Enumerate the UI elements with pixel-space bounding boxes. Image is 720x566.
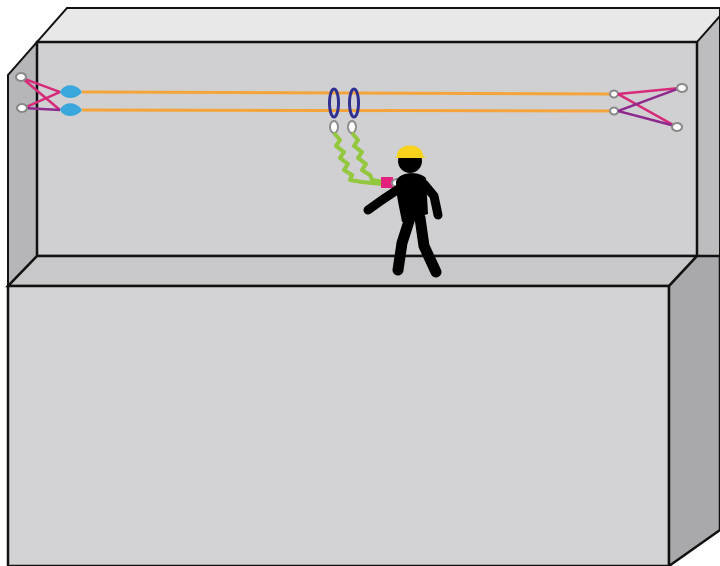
left-anchor-assembly — [15, 72, 82, 116]
lower-block-side-face — [667, 254, 720, 566]
lanyard-leg-right — [350, 131, 385, 184]
lower-block — [5, 254, 720, 566]
helmet-icon — [395, 145, 427, 158]
left-anchor-ring-top — [15, 72, 27, 82]
right-end-ring — [609, 89, 619, 99]
worker-arm-left — [363, 183, 405, 215]
carabiner-icon — [329, 120, 339, 134]
upper-wall — [7, 7, 720, 289]
left-anchor-sling-pink — [21, 76, 61, 111]
upper-wall-right-face — [696, 14, 720, 257]
worker-arm-right — [419, 179, 443, 220]
lower-block-front-face — [6, 284, 671, 566]
right-anchor-ring-bottom — [671, 122, 683, 132]
worker-figure — [363, 145, 443, 278]
lanyard-leg-left — [332, 131, 383, 186]
left-anchor-ring-bottom — [16, 103, 28, 113]
carabiner-icon — [347, 120, 357, 134]
worker-leg-left — [392, 212, 416, 276]
lifeline-upper — [81, 90, 615, 96]
left-anchor-sling-purple — [23, 106, 61, 112]
right-end-ring — [609, 106, 619, 116]
ledge-top-face — [5, 254, 700, 288]
tensioner-icon — [60, 103, 82, 116]
ring-connector-icon — [328, 87, 340, 119]
ring-connector-icon — [348, 87, 360, 119]
worker-leg-right — [414, 212, 442, 278]
anchor-sling-icon — [617, 86, 681, 128]
right-anchor-ring-top — [676, 83, 688, 93]
tensioner-icon — [60, 85, 82, 98]
lifeline-lower — [81, 108, 615, 113]
anchor-sling-icon — [617, 86, 681, 128]
upper-wall-top-face — [34, 7, 720, 43]
lanyard-connector — [381, 177, 393, 188]
upper-wall-front-face — [35, 40, 699, 258]
right-anchor-assembly — [609, 83, 688, 132]
lifeline-ring-connectors — [328, 87, 360, 134]
horizontal-lifelines — [81, 90, 615, 113]
